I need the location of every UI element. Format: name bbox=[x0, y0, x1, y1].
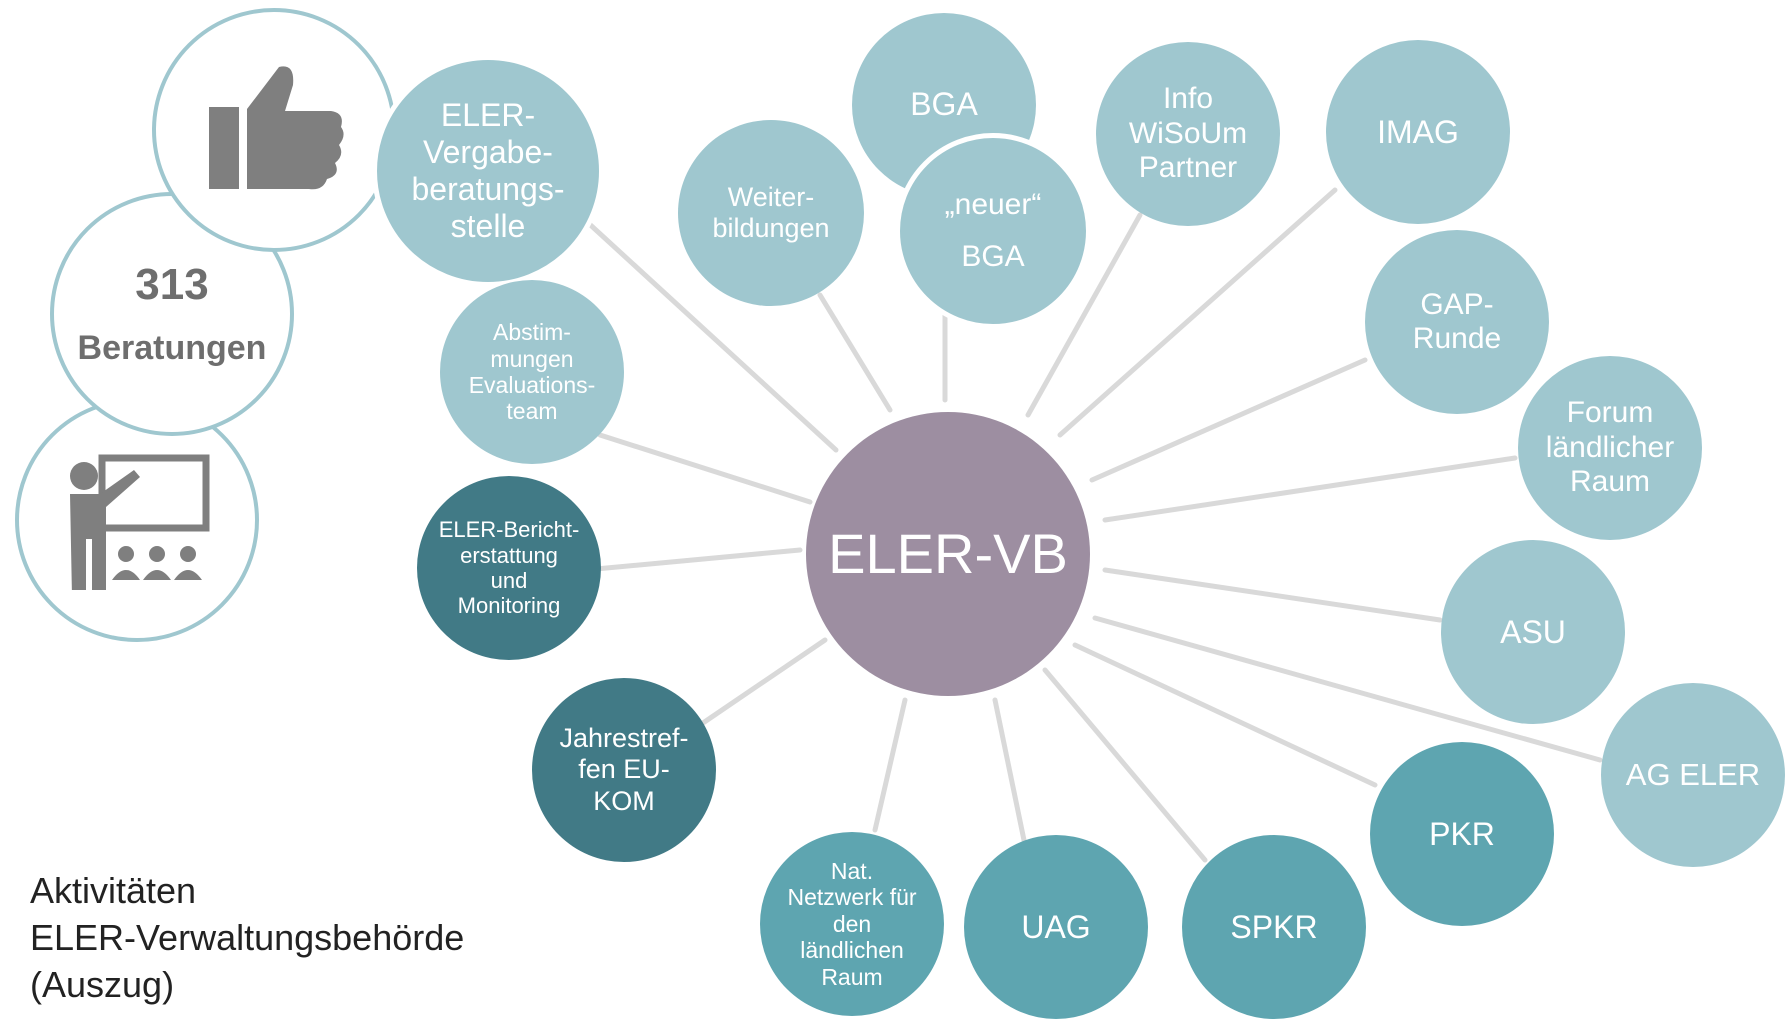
presenter-circle bbox=[15, 398, 259, 642]
node-ag-eler: AG ELER bbox=[1601, 683, 1785, 867]
counter-number: 313 bbox=[135, 259, 209, 309]
node-uag: UAG bbox=[964, 835, 1148, 1019]
connector-asu bbox=[1102, 567, 1443, 623]
node-abstimmungen: Abstim- mungen Evaluations- team bbox=[440, 280, 624, 464]
connector-pkr bbox=[1072, 642, 1378, 788]
connector-info-wisoum bbox=[1025, 212, 1143, 418]
connector-forum bbox=[1102, 455, 1518, 523]
connector-berichterstattung bbox=[582, 547, 803, 573]
counter-label: Beratungen bbox=[77, 328, 267, 367]
connector-gap-runde bbox=[1089, 357, 1368, 483]
connector-jahrestreffen bbox=[697, 637, 828, 728]
node-jahrestreffen: Jahrestref- fen EU- KOM bbox=[532, 678, 716, 862]
node-neuer-bga: „neuer“ BGA bbox=[895, 133, 1091, 329]
node-imag: IMAG bbox=[1326, 40, 1510, 224]
center-node: ELER-VB bbox=[806, 412, 1090, 696]
node-nat-netzwerk: Nat. Netzwerk für den ländlichen Raum bbox=[760, 832, 944, 1016]
presenter-teaching-icon bbox=[70, 454, 210, 590]
node-weiterbildungen: Weiter- bildungen bbox=[678, 120, 864, 306]
connector-spkr bbox=[1042, 667, 1208, 863]
connector-uag bbox=[992, 697, 1028, 848]
connector-weiterbildungen bbox=[817, 292, 893, 413]
node-info-wisoum: Info WiSoUm Partner bbox=[1096, 42, 1280, 226]
connector-vergabe bbox=[582, 217, 839, 453]
diagram-caption: Aktivitäten ELER-Verwaltungsbehörde (Aus… bbox=[30, 870, 465, 1005]
node-pkr: PKR bbox=[1370, 742, 1554, 926]
connector-ag-eler bbox=[1092, 615, 1603, 763]
node-forum: Forum ländlicher Raum bbox=[1518, 356, 1702, 540]
node-gap-runde: GAP- Runde bbox=[1365, 230, 1549, 414]
connector-imag bbox=[1057, 187, 1338, 438]
thumbs-up-icon bbox=[209, 66, 344, 190]
thumbs-up-circle bbox=[152, 8, 396, 252]
connector-abstimmungen bbox=[597, 432, 813, 505]
node-asu: ASU bbox=[1441, 540, 1625, 724]
node-vergabe: ELER- Vergabe- beratungs- stelle bbox=[372, 55, 604, 287]
node-berichterstattung: ELER-Bericht- erstattung und Monitoring bbox=[417, 476, 601, 660]
node-spkr: SPKR bbox=[1182, 835, 1366, 1019]
connector-nat-netzwerk bbox=[872, 697, 908, 833]
